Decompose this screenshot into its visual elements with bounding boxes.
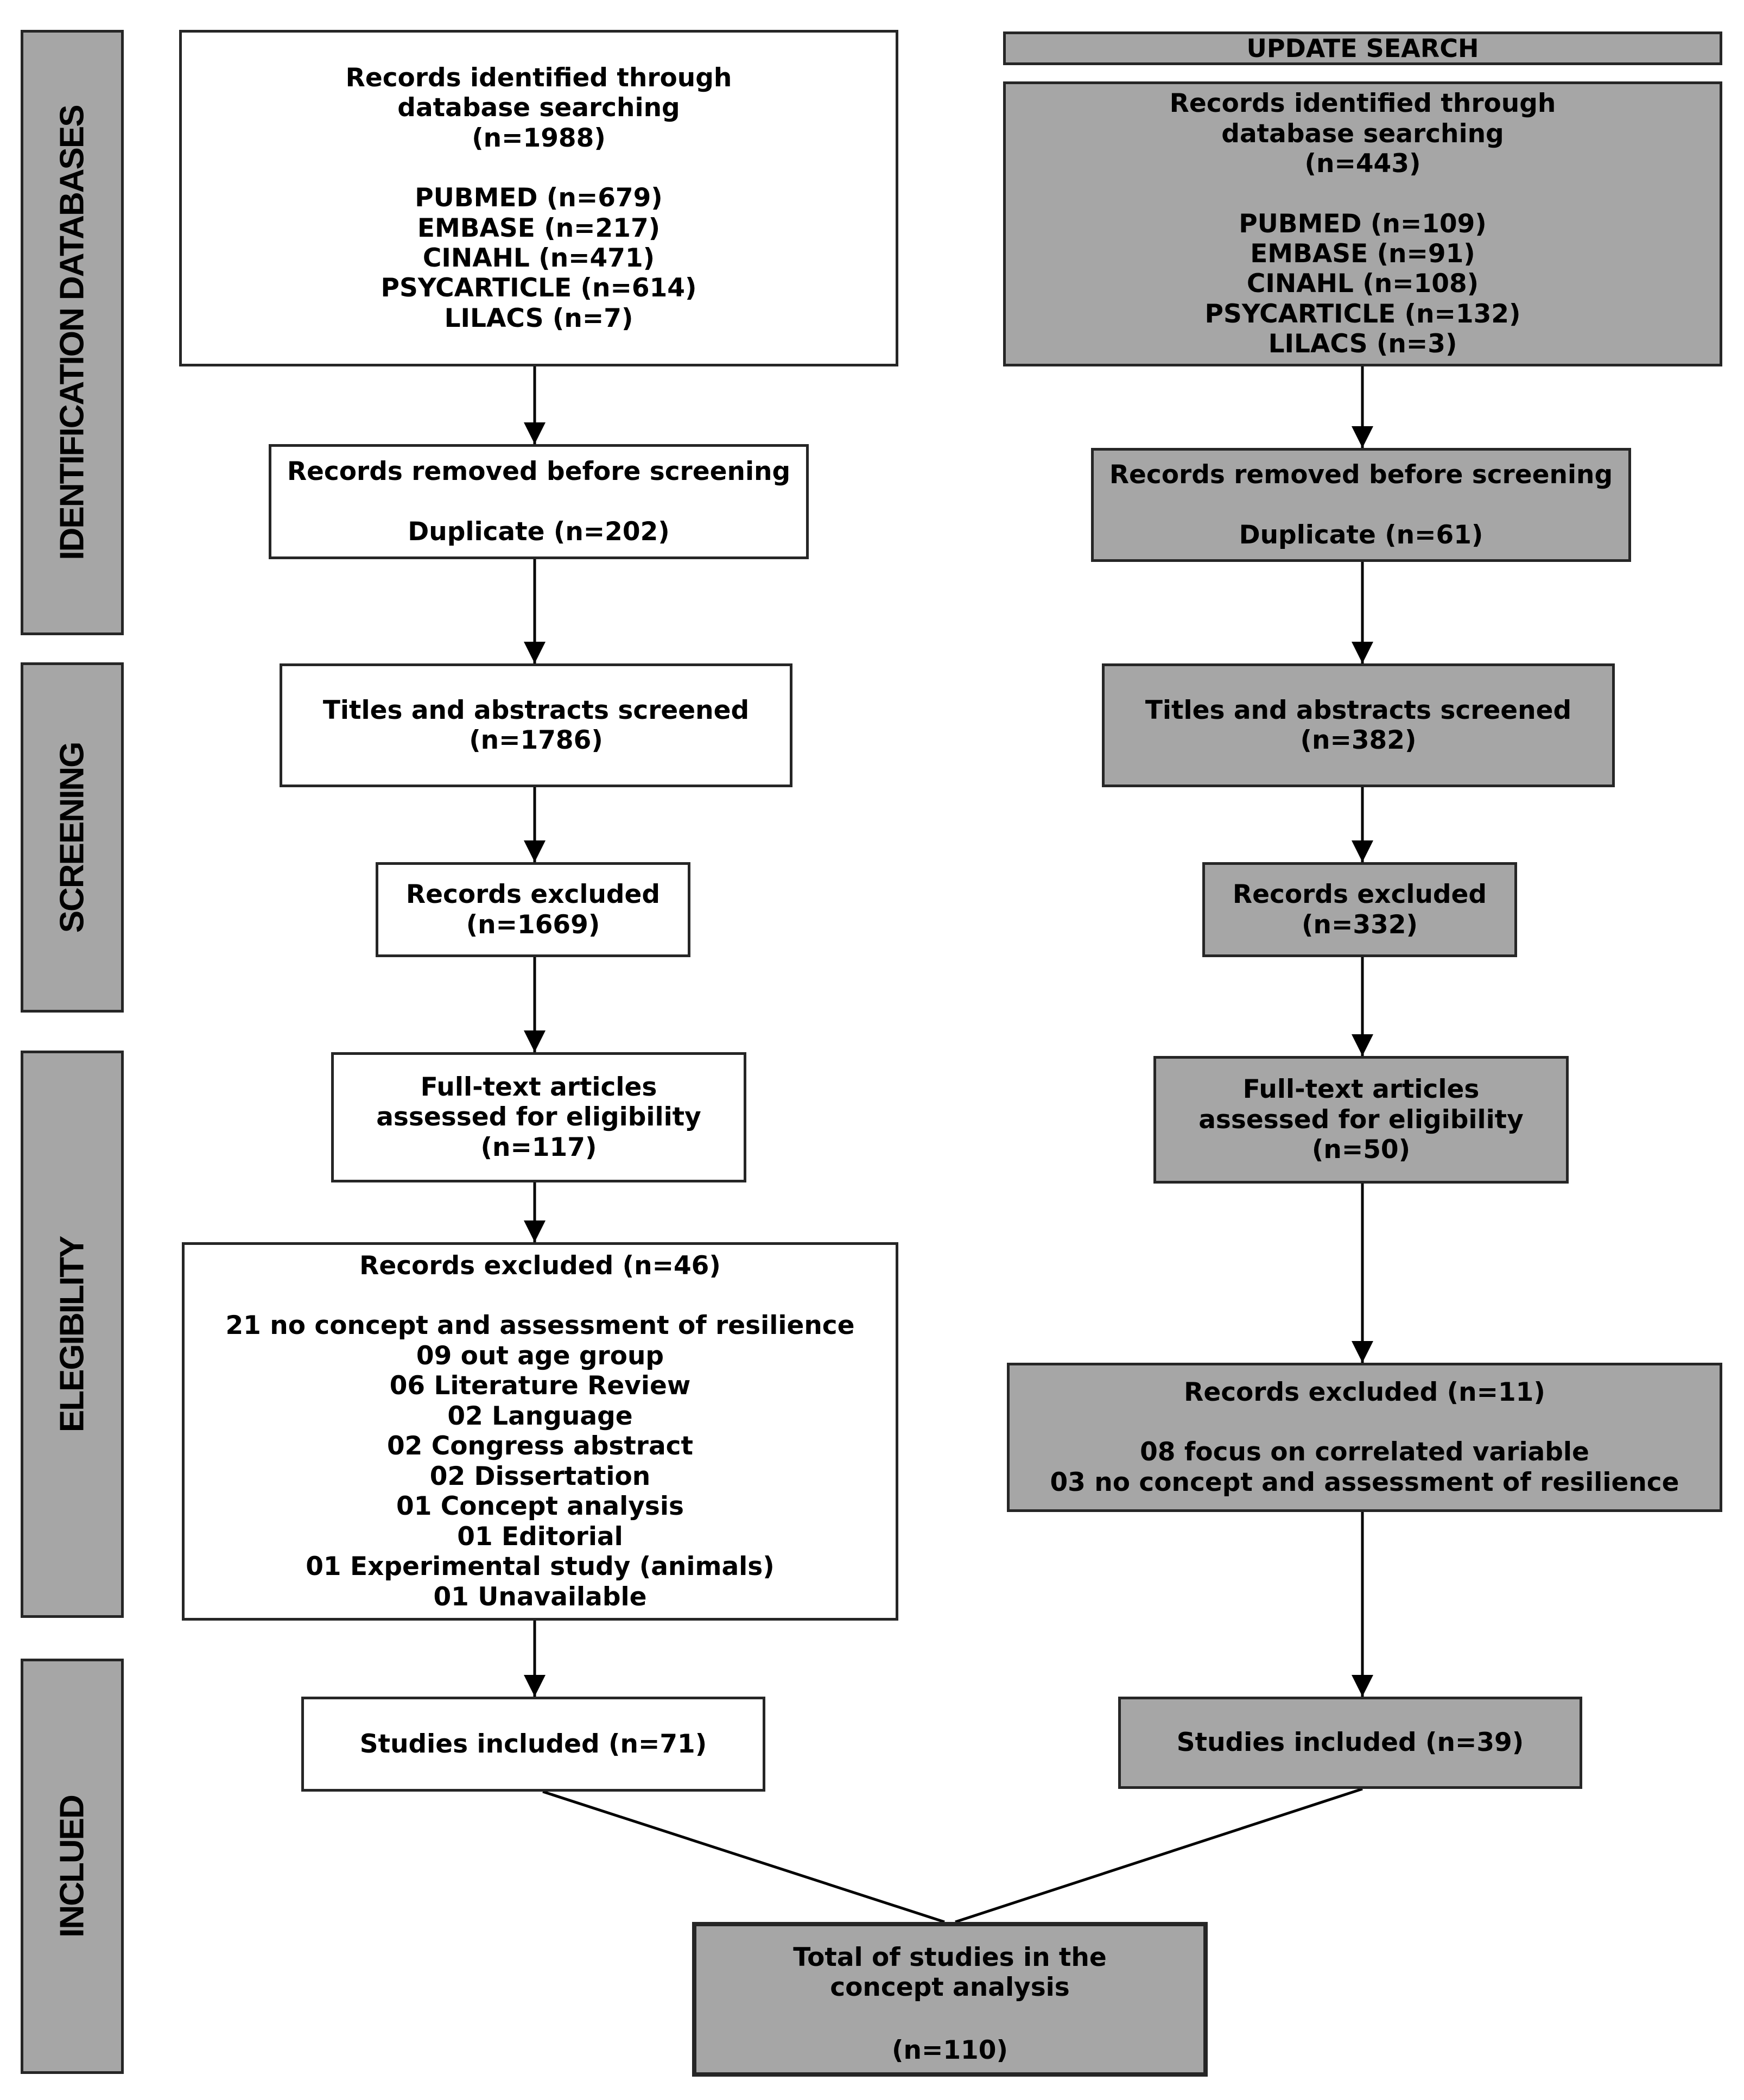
left-excluded-title: Records excluded <box>405 880 661 910</box>
right-screened-title: Titles and abstracts screened <box>1145 695 1572 725</box>
right-records-removed-box: Records removed before screening Duplica… <box>1091 448 1631 562</box>
left-db-lilacs: LILACS (n=7) <box>444 303 633 333</box>
total-count: (n=110) <box>892 2035 1008 2065</box>
left-fulltext-box: Full-text articles assessed for eligibil… <box>331 1052 746 1182</box>
left-exclusion-reason: 02 Congress abstract <box>386 1431 694 1462</box>
left-identified-count: (n=1988) <box>472 123 606 153</box>
right-identified-title-2: database searching <box>1221 118 1504 149</box>
right-db-pubmed: PUBMED (n=109) <box>1239 208 1487 239</box>
left-exclusion-reason: 01 Concept analysis <box>396 1491 684 1522</box>
left-db-cinahl: CINAHL (n=471) <box>422 243 655 273</box>
update-search-header: UPDATE SEARCH <box>1003 31 1722 65</box>
right-db-cinahl: CINAHL (n=108) <box>1246 269 1479 299</box>
stage-screening-label: SCREENING <box>53 742 91 933</box>
right-exclusions-box: Records excluded (n=11) 08 focus on corr… <box>1007 1363 1722 1512</box>
right-db-embase: EMBASE (n=91) <box>1250 239 1475 269</box>
left-included-box: Studies included (n=71) <box>301 1697 765 1792</box>
left-exclusion-reason: 02 Dissertation <box>429 1461 651 1491</box>
update-search-label: UPDATE SEARCH <box>1246 33 1479 63</box>
right-screened-box: Titles and abstracts screened (n=382) <box>1102 663 1615 787</box>
right-fulltext-title-2: assessed for eligibility <box>1198 1104 1524 1135</box>
right-included-box: Studies included (n=39) <box>1118 1697 1582 1789</box>
total-title-1: Total of studies in the <box>793 1943 1107 1972</box>
left-records-identified-box: Records identified through database sear… <box>179 30 898 366</box>
stage-screening: SCREENING <box>21 662 124 1013</box>
right-removed-detail: Duplicate (n=61) <box>1239 520 1483 550</box>
right-fulltext-title-1: Full-text articles <box>1242 1074 1480 1105</box>
left-excluded-count: (n=1669) <box>466 909 600 940</box>
left-screened-box: Titles and abstracts screened (n=1786) <box>280 663 792 787</box>
left-screened-title: Titles and abstracts screened <box>322 695 750 725</box>
left-db-psycarticle: PSYCARTICLE (n=614) <box>380 273 697 303</box>
total-title-2: concept analysis <box>830 1972 1070 2003</box>
left-records-removed-box: Records removed before screening Duplica… <box>269 444 809 559</box>
left-exclusions-title: Records excluded (n=46) <box>359 1251 721 1281</box>
right-exclusions-title: Records excluded (n=11) <box>1184 1377 1545 1407</box>
right-excluded-count: (n=332) <box>1302 909 1418 940</box>
left-fulltext-title-1: Full-text articles <box>420 1072 657 1102</box>
left-included-title: Studies included (n=71) <box>359 1729 707 1759</box>
left-exclusion-reason: 06 Literature Review <box>389 1371 691 1401</box>
left-screened-count: (n=1786) <box>469 725 603 755</box>
left-fulltext-count: (n=117) <box>480 1132 597 1162</box>
left-exclusion-reason: 01 Editorial <box>457 1521 623 1552</box>
right-identified-title-1: Records identified through <box>1169 88 1556 119</box>
right-records-identified-box: Records identified through database sear… <box>1003 81 1722 366</box>
left-removed-title: Records removed before screening <box>287 457 791 487</box>
left-exclusion-reason: 01 Unavailable <box>433 1582 647 1612</box>
stage-identification: IDENTIFICATION DATABASES <box>21 30 124 635</box>
right-fulltext-box: Full-text articles assessed for eligibil… <box>1153 1056 1569 1184</box>
merge-line-right <box>955 1787 1363 1924</box>
right-exclusion-reason: 03 no concept and assessment of resilien… <box>1050 1467 1679 1497</box>
left-db-pubmed: PUBMED (n=679) <box>415 183 663 213</box>
left-exclusion-reason: 09 out age group <box>416 1340 664 1371</box>
stage-elegibility: ELEGIBILITY <box>21 1051 124 1618</box>
right-removed-title: Records removed before screening <box>1109 460 1613 490</box>
right-db-psycarticle: PSYCARTICLE (n=132) <box>1204 299 1521 329</box>
left-exclusions-box: Records excluded (n=46) 21 no concept an… <box>182 1242 898 1621</box>
left-removed-detail: Duplicate (n=202) <box>408 516 670 547</box>
left-exclusion-reason: 21 no concept and assessment of resilien… <box>225 1311 855 1341</box>
merge-line-left <box>542 1790 945 1924</box>
left-exclusion-reason: 01 Experimental study (animals) <box>306 1552 775 1582</box>
left-identified-title-1: Records identified through <box>345 62 732 93</box>
right-exclusion-reason: 08 focus on correlated variable <box>1140 1437 1589 1468</box>
left-excluded-box: Records excluded (n=1669) <box>376 862 690 957</box>
left-exclusion-reason: 02 Language <box>447 1401 633 1431</box>
right-included-title: Studies included (n=39) <box>1176 1728 1524 1758</box>
stage-included-label: INCLUED <box>53 1795 91 1938</box>
total-studies-box: Total of studies in the concept analysis… <box>692 1922 1208 2077</box>
right-fulltext-count: (n=50) <box>1311 1135 1411 1165</box>
right-screened-count: (n=382) <box>1300 725 1417 755</box>
left-identified-title-2: database searching <box>397 93 680 123</box>
left-db-embase: EMBASE (n=217) <box>417 213 661 243</box>
stage-included: INCLUED <box>21 1659 124 2074</box>
stage-elegibility-label: ELEGIBILITY <box>53 1236 91 1432</box>
stage-identification-label: IDENTIFICATION DATABASES <box>53 105 91 560</box>
right-identified-count: (n=443) <box>1304 149 1421 179</box>
right-db-lilacs: LILACS (n=3) <box>1268 329 1457 359</box>
left-fulltext-title-2: assessed for eligibility <box>376 1102 701 1133</box>
right-excluded-title: Records excluded <box>1232 880 1487 910</box>
right-excluded-box: Records excluded (n=332) <box>1202 862 1517 957</box>
